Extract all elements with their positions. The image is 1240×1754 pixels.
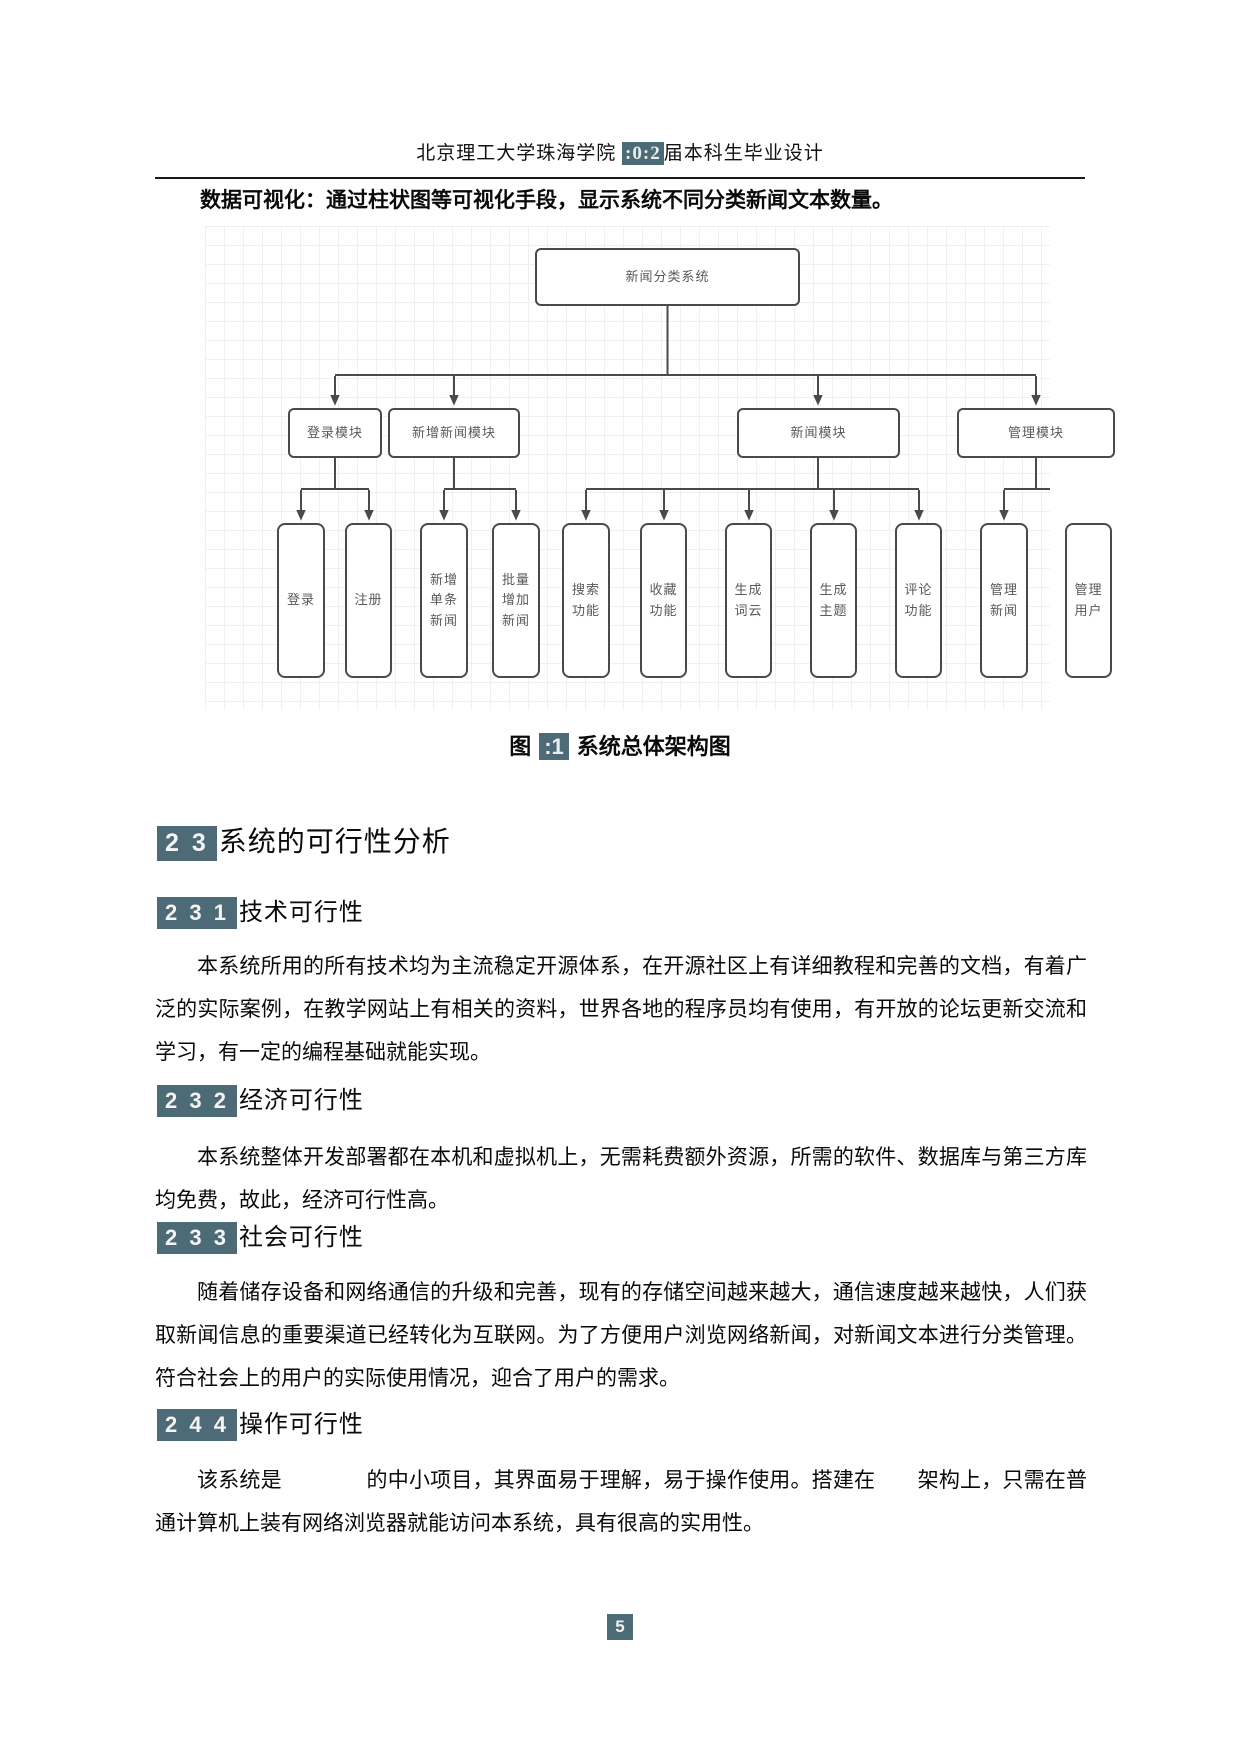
paragraph-social: 随着储存设备和网络通信的升级和完善，现有的存储空间越来越大，通信速度越来越快，人…	[155, 1281, 1087, 1390]
page-footer: 5	[0, 1614, 1240, 1640]
leaf-node-wordcloud: 生成词云	[725, 523, 772, 678]
section-number-badge: 2 3 2	[157, 1085, 237, 1117]
paragraph-technical: 本系统所用的所有技术均为主流稳定开源体系，在开源社区上有详细教程和完善的文档，有…	[155, 955, 1087, 1064]
section-title: 社会可行性	[238, 1224, 364, 1251]
connector-lines	[296, 306, 1050, 521]
header-suffix: 届本科生毕业设计	[663, 143, 824, 164]
leaf-node-login: 登录	[277, 523, 325, 678]
section-title: 经济可行性	[238, 1087, 364, 1114]
module-node-login: 登录模块	[288, 408, 382, 458]
figure-label: 图	[509, 734, 532, 759]
paragraph-economic: 本系统整体开发部署都在本机和虚拟机上，无需耗费额外资源，所需的软件、数据库与第三…	[155, 1146, 1087, 1212]
leaf-node-manage-users: 管理用户	[1065, 523, 1112, 678]
section-title: 操作可行性	[238, 1411, 364, 1438]
section-number-badge: 2 4 4	[157, 1409, 237, 1441]
section-title: 技术可行性	[238, 899, 364, 926]
header-year-highlight: :0:2	[622, 142, 664, 165]
leaf-node-manage-news: 管理新闻	[980, 523, 1028, 678]
header-prefix: 北京理工大学珠海学院	[416, 143, 623, 164]
module-node-add-news: 新增新闻模块	[388, 408, 520, 458]
architecture-diagram: 新闻分类系统 登录模块 新增新闻模块 新闻模块 管理模块 登录 注册 新增单条新…	[205, 226, 1115, 710]
leaf-node-add-single: 新增单条新闻	[420, 523, 468, 678]
leaf-node-topic: 生成主题	[810, 523, 857, 678]
leaf-node-favorite: 收藏功能	[640, 523, 687, 678]
leaf-node-add-batch: 批量增加新闻	[492, 523, 540, 678]
figure-caption: 图 :1 系统总体架构图	[155, 729, 1085, 761]
paragraph-operational: 该系统是 的中小项目，其界面易于理解，易于操作使用。搭建在 架构上，只需在普通计…	[155, 1469, 1087, 1535]
module-node-news: 新闻模块	[737, 408, 900, 458]
section-title: 系统的可行性分析	[218, 826, 451, 857]
page-number-badge: 5	[607, 1614, 633, 1640]
intro-line: 数据可视化：通过柱状图等可视化手段，显示系统不同分类新闻文本数量。	[200, 189, 893, 212]
root-node: 新闻分类系统	[535, 248, 800, 306]
figure-title: 系统总体架构图	[576, 734, 731, 759]
module-node-admin: 管理模块	[957, 408, 1115, 458]
leaf-node-search: 搜索功能	[562, 523, 610, 678]
section-number-badge: 2 3 3	[157, 1222, 237, 1254]
section-number-badge: 2 3	[157, 826, 217, 861]
section-number-badge: 2 3 1	[157, 897, 237, 929]
leaf-node-comment: 评论功能	[895, 523, 942, 678]
leaf-node-register: 注册	[345, 523, 392, 678]
header-rule	[155, 177, 1085, 179]
figure-number-highlight: :1	[539, 733, 569, 760]
